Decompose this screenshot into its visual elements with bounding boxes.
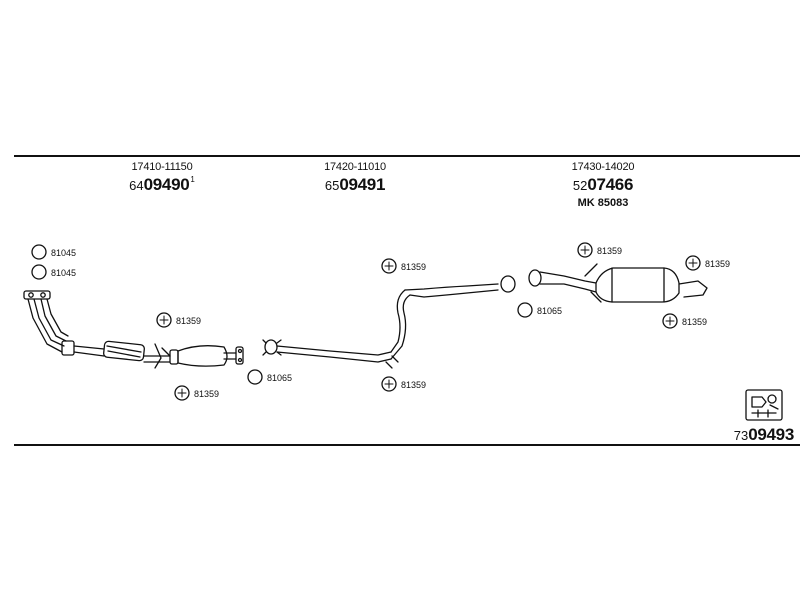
- washer-ring-icon[interactable]: [247, 369, 263, 385]
- middle-pipe-oem-number: 17420-11010: [324, 161, 386, 173]
- ring-81045-label-a: 81045: [51, 248, 77, 258]
- figure-number: 7309493: [733, 425, 795, 444]
- middle-pipe-catalog-number[interactable]: 6509491: [324, 175, 386, 194]
- mounting-kit-icon[interactable]: [745, 389, 783, 421]
- clamp-icon[interactable]: [174, 385, 190, 401]
- clamp-81359-rear-upper-right-label: 81359: [705, 259, 731, 269]
- clamp-81359-mid-lower-label: 81359: [401, 380, 427, 390]
- mounting-kit-number[interactable]: MK 85083: [577, 197, 629, 209]
- middle-pipe-header: 17420-11010 6509491: [305, 162, 405, 194]
- clamp-81359-mid-upper-label: 81359: [401, 262, 427, 272]
- clamp-icon[interactable]: [381, 258, 397, 274]
- rear-silencer-catalog-number[interactable]: 5207466: [572, 175, 634, 194]
- clamp-icon[interactable]: [662, 313, 678, 329]
- rear-silencer-header: 17430-14020 5207466 MK 85083: [553, 162, 653, 209]
- clamp-icon[interactable]: [685, 255, 701, 271]
- clamp-81359-rear-upper-left-label: 81359: [597, 246, 623, 256]
- front-pipe-drawing[interactable]: [23, 290, 244, 369]
- rear-silencer-drawing[interactable]: [528, 263, 708, 303]
- ring-81065-front-label: 81065: [267, 373, 293, 383]
- ring-81045-label-b: 81045: [51, 268, 77, 278]
- bottom-rule: [14, 444, 800, 446]
- washer-ring-icon[interactable]: [31, 244, 47, 260]
- clamp-icon[interactable]: [577, 242, 593, 258]
- front-pipe-oem-number: 17410-11150: [131, 161, 193, 173]
- washer-ring-icon[interactable]: [31, 264, 47, 280]
- clamp-icon[interactable]: [156, 312, 172, 328]
- front-pipe-header: 17410-11150 64094901: [112, 162, 212, 194]
- washer-ring-icon[interactable]: [517, 302, 533, 318]
- clamp-81359-front-upper-label: 81359: [176, 316, 202, 326]
- clamp-81359-rear-lower-label: 81359: [682, 317, 708, 327]
- ring-81065-rear-label: 81065: [537, 306, 563, 316]
- rear-silencer-oem-number: 17430-14020: [571, 161, 635, 173]
- clamp-icon[interactable]: [381, 376, 397, 392]
- middle-pipe-drawing[interactable]: [262, 275, 516, 369]
- clamp-81359-front-lower-label: 81359: [194, 389, 220, 399]
- top-rule: [14, 155, 800, 157]
- front-pipe-catalog-number[interactable]: 64094901: [129, 175, 195, 194]
